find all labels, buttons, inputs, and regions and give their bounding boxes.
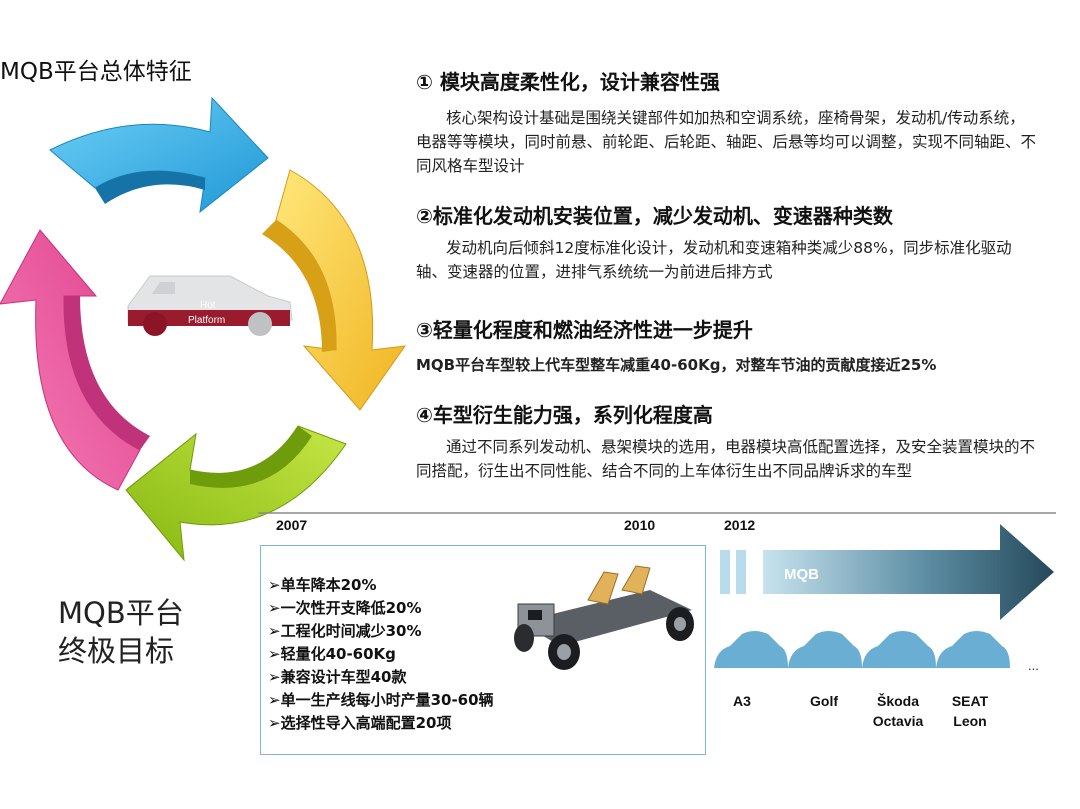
section-4-text: 通过不同系列发动机、悬架模块的选用，电器模块高低配置选择，及安全装置模块的不同搭… [416, 438, 1036, 480]
pink-arrow [0, 229, 151, 491]
goal-item: ➢兼容设计车型40款 [268, 668, 407, 686]
car-illustration: Hot Platform [127, 275, 293, 336]
goals-title: MQB平台 终极目标 [58, 594, 184, 670]
engine-intake [528, 610, 542, 620]
year-2012: 2012 [724, 517, 755, 533]
blue-arrow [49, 96, 269, 214]
chassis-illustration [500, 560, 700, 679]
car-label-skoda: Škoda [877, 692, 919, 709]
front-left-wheel [514, 624, 534, 652]
section-3-body: MQB平台车型较上代车型整车减重40-60Kg，对整车节油的贡献度接近25% [416, 356, 937, 374]
timeline-bar-2 [736, 550, 746, 594]
section-1-text: 核心架构设计基础是围绕关键部件如加热和空调系统，座椅骨架，发动机/传动系统，电器… [416, 109, 1037, 175]
yellow-arrow [262, 169, 407, 411]
front-hub [557, 644, 571, 660]
car-label-hot: Hot [200, 300, 216, 311]
goal-item: ➢选择性导入高端配置20项 [268, 714, 452, 732]
goal-item: ➢单车降本20% [268, 576, 377, 594]
car-label-a3: A3 [733, 693, 751, 709]
car-label-platform: Platform [188, 315, 225, 326]
section-2-body: 发动机向后倾斜12度标准化设计，发动机和变速箱种类减少88%，同步标准化驱动轴、… [416, 236, 1036, 284]
goal-item: ➢一次性开支降低20% [268, 599, 422, 617]
chassis-frame [520, 590, 692, 646]
section-3-title: ③轻量化程度和燃油经济性进一步提升 [416, 318, 753, 342]
section-1-body: 核心架构设计基础是围绕关键部件如加热和空调系统，座椅骨架，发动机/传动系统，电器… [416, 106, 1036, 178]
section-4-body: 通过不同系列发动机、悬架模块的选用，电器模块高低配置选择，及安全装置模块的不同搭… [416, 435, 1036, 483]
timeline: 2007 2010 2012 MQB ... A3 Golf Škoda Oct… [258, 510, 1068, 754]
goals-list: ➢单车降本20% ➢一次性开支降低20% ➢工程化时间减少30% ➢轻量化40-… [268, 574, 494, 735]
timeline-ellipsis: ... [1028, 658, 1039, 673]
section-2-text: 发动机向后倾斜12度标准化设计，发动机和变速箱种类减少88%，同步标准化驱动轴、… [416, 239, 1012, 281]
rear-seat [621, 565, 651, 595]
car-label-octavia: Octavia [873, 713, 924, 729]
mqb-arrow-label: MQB [784, 566, 819, 583]
goal-item: ➢单一生产线每小时产量30-60辆 [268, 691, 494, 709]
car-label-seat: SEAT [952, 693, 989, 709]
front-seat [587, 571, 619, 605]
car-silhouettes [714, 631, 1010, 668]
car-silhouette-leon [936, 631, 1010, 668]
section-4-title: ④车型衍生能力强，系列化程度高 [416, 403, 713, 427]
car-silhouette-golf [788, 631, 862, 668]
goals-box [260, 545, 706, 755]
section-1-title: ① 模块高度柔性化，设计兼容性强 [416, 70, 720, 94]
cycle-diagram: Hot Platform [0, 70, 420, 574]
goals-title-line2: 终极目标 [58, 634, 175, 668]
car-silhouette-a3 [714, 631, 788, 668]
car-label-golf: Golf [810, 693, 838, 709]
year-2007: 2007 [276, 517, 307, 533]
green-arrow [125, 425, 347, 562]
car-silhouette-octavia [862, 631, 936, 668]
goal-item: ➢工程化时间减少30% [268, 622, 422, 640]
section-2-title: ②标准化发动机安装位置，减少发动机、变速器种类数 [416, 204, 893, 228]
goals-title-line1: MQB平台 [58, 596, 184, 630]
page-title: MQB平台总体特征 [0, 59, 192, 85]
rear-hub [674, 617, 686, 631]
goal-item: ➢轻量化40-60Kg [268, 645, 396, 663]
timeline-bar-1 [720, 550, 730, 594]
car-label-leon: Leon [953, 713, 986, 729]
mqb-arrow [763, 524, 1054, 620]
year-2010: 2010 [624, 517, 655, 533]
